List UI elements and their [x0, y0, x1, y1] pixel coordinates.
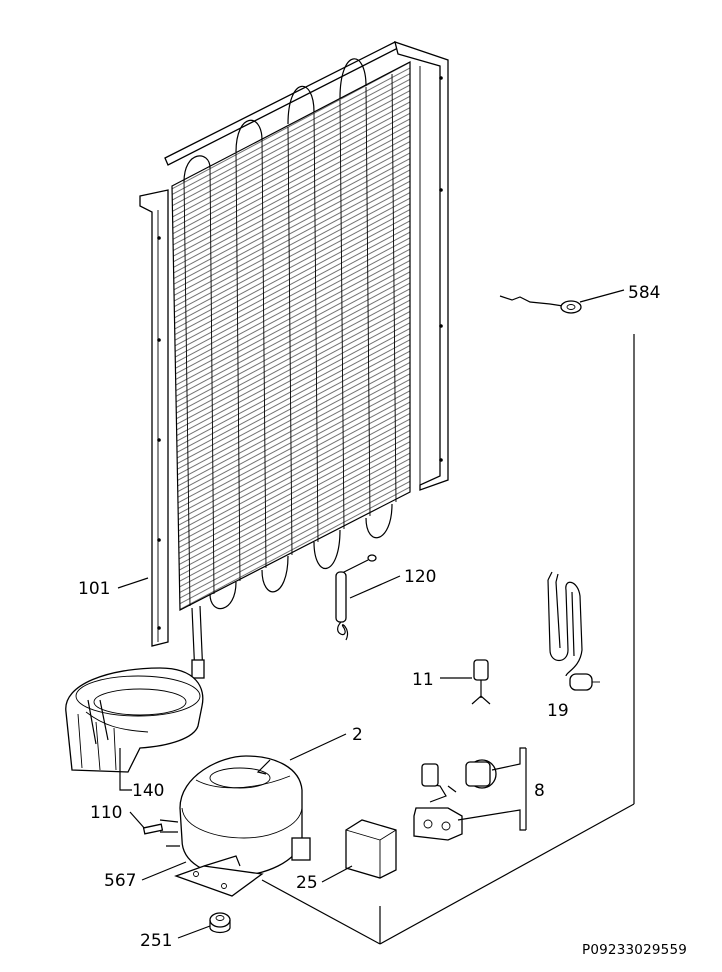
reference-number: P09233029559: [582, 942, 687, 958]
drier-120: [335, 554, 377, 641]
label-19: 19: [547, 701, 569, 721]
label-25: 25: [296, 873, 318, 893]
label-567: 567: [104, 871, 136, 891]
label-8: 8: [534, 781, 545, 801]
label-140: 140: [132, 781, 164, 801]
compressor-2: [159, 755, 311, 897]
label-584: 584: [628, 283, 660, 303]
drip-tray-140: [65, 667, 204, 773]
relay-8: [413, 759, 497, 841]
part-11: [471, 659, 491, 705]
label-101: 101: [78, 579, 110, 599]
label-120: 120: [404, 567, 436, 587]
label-251: 251: [140, 931, 172, 951]
label-11: 11: [412, 670, 434, 690]
cable-584: [499, 295, 582, 314]
label-2: 2: [352, 725, 363, 745]
part-25: [345, 819, 397, 879]
condenser: [139, 41, 449, 679]
grommet-251: [209, 912, 231, 934]
harness-19: [547, 571, 600, 691]
label-110: 110: [90, 803, 122, 823]
appliance-outline: [261, 334, 635, 945]
